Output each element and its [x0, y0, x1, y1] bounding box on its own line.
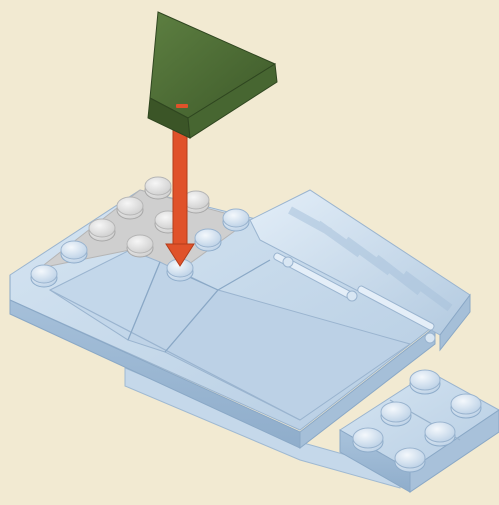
stud [61, 241, 87, 263]
stud [381, 402, 411, 426]
stud [127, 235, 153, 257]
stud [223, 209, 249, 231]
green-wedge-marker [176, 104, 188, 108]
stud [451, 394, 481, 418]
stud [395, 448, 425, 472]
stud [31, 265, 57, 287]
green-wedge-tile [148, 12, 277, 138]
stud [145, 177, 171, 199]
stud [195, 229, 221, 251]
stud [353, 428, 383, 452]
stud [117, 197, 143, 219]
stud [89, 219, 115, 241]
stud [425, 422, 455, 446]
stud [410, 370, 440, 394]
